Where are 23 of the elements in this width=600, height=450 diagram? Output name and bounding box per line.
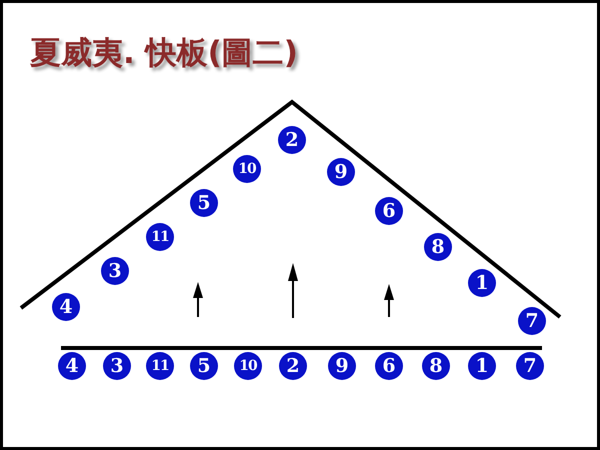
numbered-circle: 7: [516, 352, 544, 380]
numbered-circle: 4: [58, 352, 86, 380]
numbered-circle: 6: [375, 197, 403, 225]
numbered-circle: 1: [468, 352, 496, 380]
numbered-circle: 9: [328, 352, 356, 380]
numbered-circle: 5: [190, 352, 218, 380]
numbered-circle: 5: [190, 189, 218, 217]
numbered-circle: 7: [518, 307, 546, 335]
numbered-circle: 6: [375, 352, 403, 380]
numbered-circle: 4: [52, 293, 80, 321]
numbered-circle: 1: [468, 269, 496, 297]
title: 夏威夷. 快板(圖二): [30, 34, 298, 73]
numbered-circle: 9: [327, 158, 355, 186]
numbered-circle: 8: [422, 352, 450, 380]
numbered-circle: 10: [233, 155, 261, 183]
numbered-circle: 10: [234, 352, 262, 380]
numbered-circle: 8: [424, 233, 452, 261]
numbered-circle: 11: [146, 352, 174, 380]
numbered-circle: 3: [103, 352, 131, 380]
numbered-circle: 11: [146, 223, 174, 251]
numbered-circle: 2: [279, 352, 307, 380]
numbered-circle: 2: [278, 126, 306, 154]
numbered-circle: 3: [101, 257, 129, 285]
